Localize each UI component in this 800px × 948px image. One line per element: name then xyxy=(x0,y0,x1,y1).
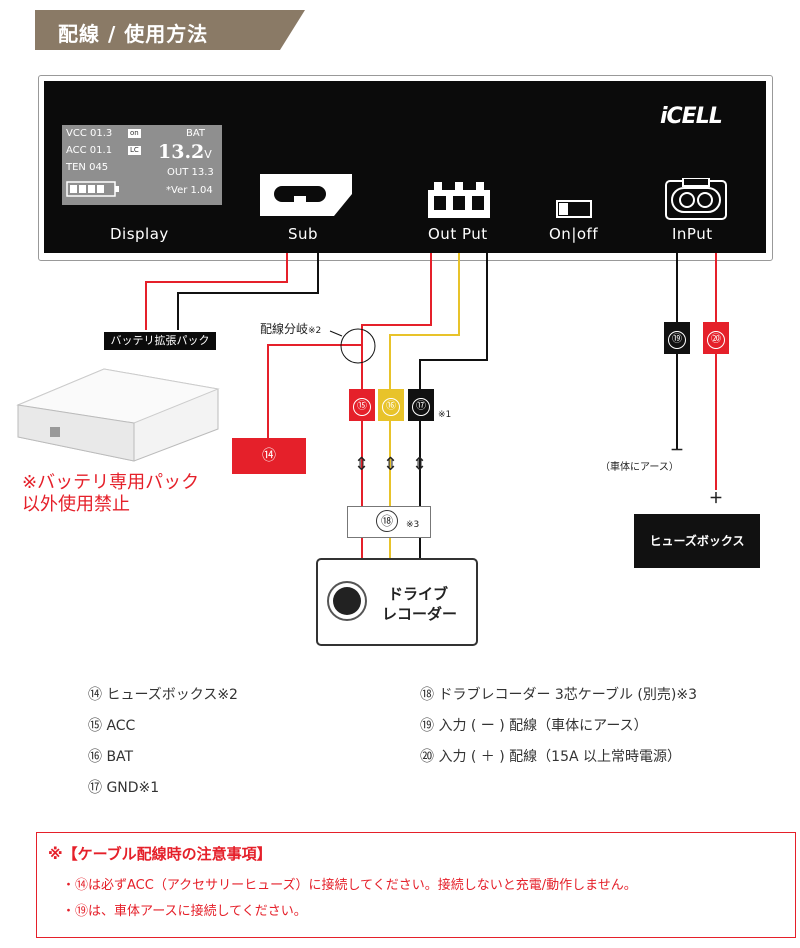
caution-box xyxy=(36,832,796,938)
lcd-bat-unit: V xyxy=(204,148,212,161)
sub-red-wire xyxy=(145,253,288,330)
brand-logo: iCELL xyxy=(660,104,723,129)
lcd-out: OUT 13.3 xyxy=(167,167,214,178)
recorder-lens-icon xyxy=(327,581,367,621)
legend-right-2: ⑲ 入力 ( ー ) 配線（車体にアース） xyxy=(420,718,648,734)
caution-item-2: ・⑲は、車体アースに接続してください。 xyxy=(62,904,307,919)
recorder-label-line-2: レコーダー xyxy=(382,605,458,623)
caution-item-1: ・⑭は必ずACC（アクセサリーヒューズ）に接続してください。接続しないと充電/動… xyxy=(62,878,637,893)
legend-right-1: ⑱ ドラブレコーダー 3芯ケーブル (別売)※3 xyxy=(420,687,697,703)
port-label-display: Display xyxy=(110,225,169,243)
input-port-icon xyxy=(665,178,727,220)
battery-pack-illustration xyxy=(16,368,220,462)
lcd-display: VCC 01.3 on BAT ACC 01.1 LC 13.2V TEN 04… xyxy=(62,125,222,205)
branch-circle xyxy=(340,328,376,364)
tag-15-acc: ⑮ xyxy=(349,389,375,421)
caution-title: ※【ケーブル配線時の注意事項】 xyxy=(48,845,272,863)
sub-port-icon xyxy=(260,174,352,216)
sub-black-wire xyxy=(177,253,319,330)
tag-19-ground: ⑲ xyxy=(664,322,690,354)
legend-left-2: ⑮ ACC xyxy=(88,718,136,734)
arrow-icon-17: ⇕ xyxy=(412,454,428,475)
branch-note: ※2 xyxy=(308,326,322,336)
lcd-vcc-tag: on xyxy=(128,129,141,138)
legend-left-4: ⑰ GND※1 xyxy=(88,780,160,796)
minus-sign: － xyxy=(670,443,684,459)
fuse-box-label: ヒューズボックス xyxy=(634,514,760,568)
tag-17-gnd: ⑰ xyxy=(408,389,434,421)
port-label-output: Out Put xyxy=(428,225,488,243)
tag-16-bat: ⑯ xyxy=(378,389,404,421)
lcd-bat-value: 13.2 xyxy=(158,141,205,163)
port-label-input: InPut xyxy=(672,225,713,243)
acc-wire xyxy=(361,253,432,560)
title-banner xyxy=(35,10,305,50)
tag-14-fuse: ⑭ xyxy=(232,438,306,474)
legend-right-3: ⑳ 入力 ( ＋ ) 配線（15A 以上常時電源） xyxy=(420,749,682,765)
note-18: ※3 xyxy=(406,520,420,530)
lcd-acc-tag: LC xyxy=(128,146,141,155)
legend-left-1: ⑭ ヒューズボックス※2 xyxy=(88,687,238,703)
lcd-ten: TEN 045 xyxy=(66,162,109,173)
lcd-bat-label: BAT xyxy=(186,128,206,139)
lcd-vcc: VCC 01.3 xyxy=(66,128,113,139)
battery-level-icon xyxy=(66,181,119,197)
battery-pack-label: バッテリ拡張パック xyxy=(104,332,216,350)
port-label-on-off: On|off xyxy=(549,225,599,243)
legend-left-3: ⑯ BAT xyxy=(88,749,134,765)
plus-sign: ＋ xyxy=(709,491,723,507)
fuse14-branch-wire xyxy=(267,344,362,442)
lcd-acc: ACC 01.1 xyxy=(66,145,113,156)
tag-20-power: ⑳ xyxy=(703,322,729,354)
port-label-sub: Sub xyxy=(288,225,319,243)
branch-label: 配線分岐※2 xyxy=(260,320,321,337)
lcd-version: *Ver 1.04 xyxy=(166,185,213,196)
branch-label-text: 配線分岐 xyxy=(260,322,309,336)
output-port-icon xyxy=(428,182,490,218)
recorder-label-line-1: ドライブ xyxy=(388,585,449,603)
ground-label: （車体にアース） xyxy=(600,462,679,473)
bat-wire xyxy=(389,253,460,560)
arrow-icon-16: ⇕ xyxy=(383,454,399,475)
warning-line-1: ※バッテリ専用パック xyxy=(22,472,200,493)
lcd-battery-voltage: 13.2V xyxy=(158,141,212,163)
note-17: ※1 xyxy=(438,410,452,420)
tag-18-cable: ⑱ xyxy=(376,510,398,532)
arrow-icon-15: ⇕ xyxy=(354,454,370,475)
battery-pack-warning: ※バッテリ専用パック 以外使用禁止 xyxy=(22,472,199,516)
on-off-switch-icon xyxy=(556,200,592,218)
gnd-wire xyxy=(419,253,488,560)
recorder-label: ドライブ レコーダー xyxy=(382,584,457,624)
warning-line-2: 以外使用禁止 xyxy=(22,494,130,515)
page-title: 配線 / 使用方法 xyxy=(58,22,209,46)
